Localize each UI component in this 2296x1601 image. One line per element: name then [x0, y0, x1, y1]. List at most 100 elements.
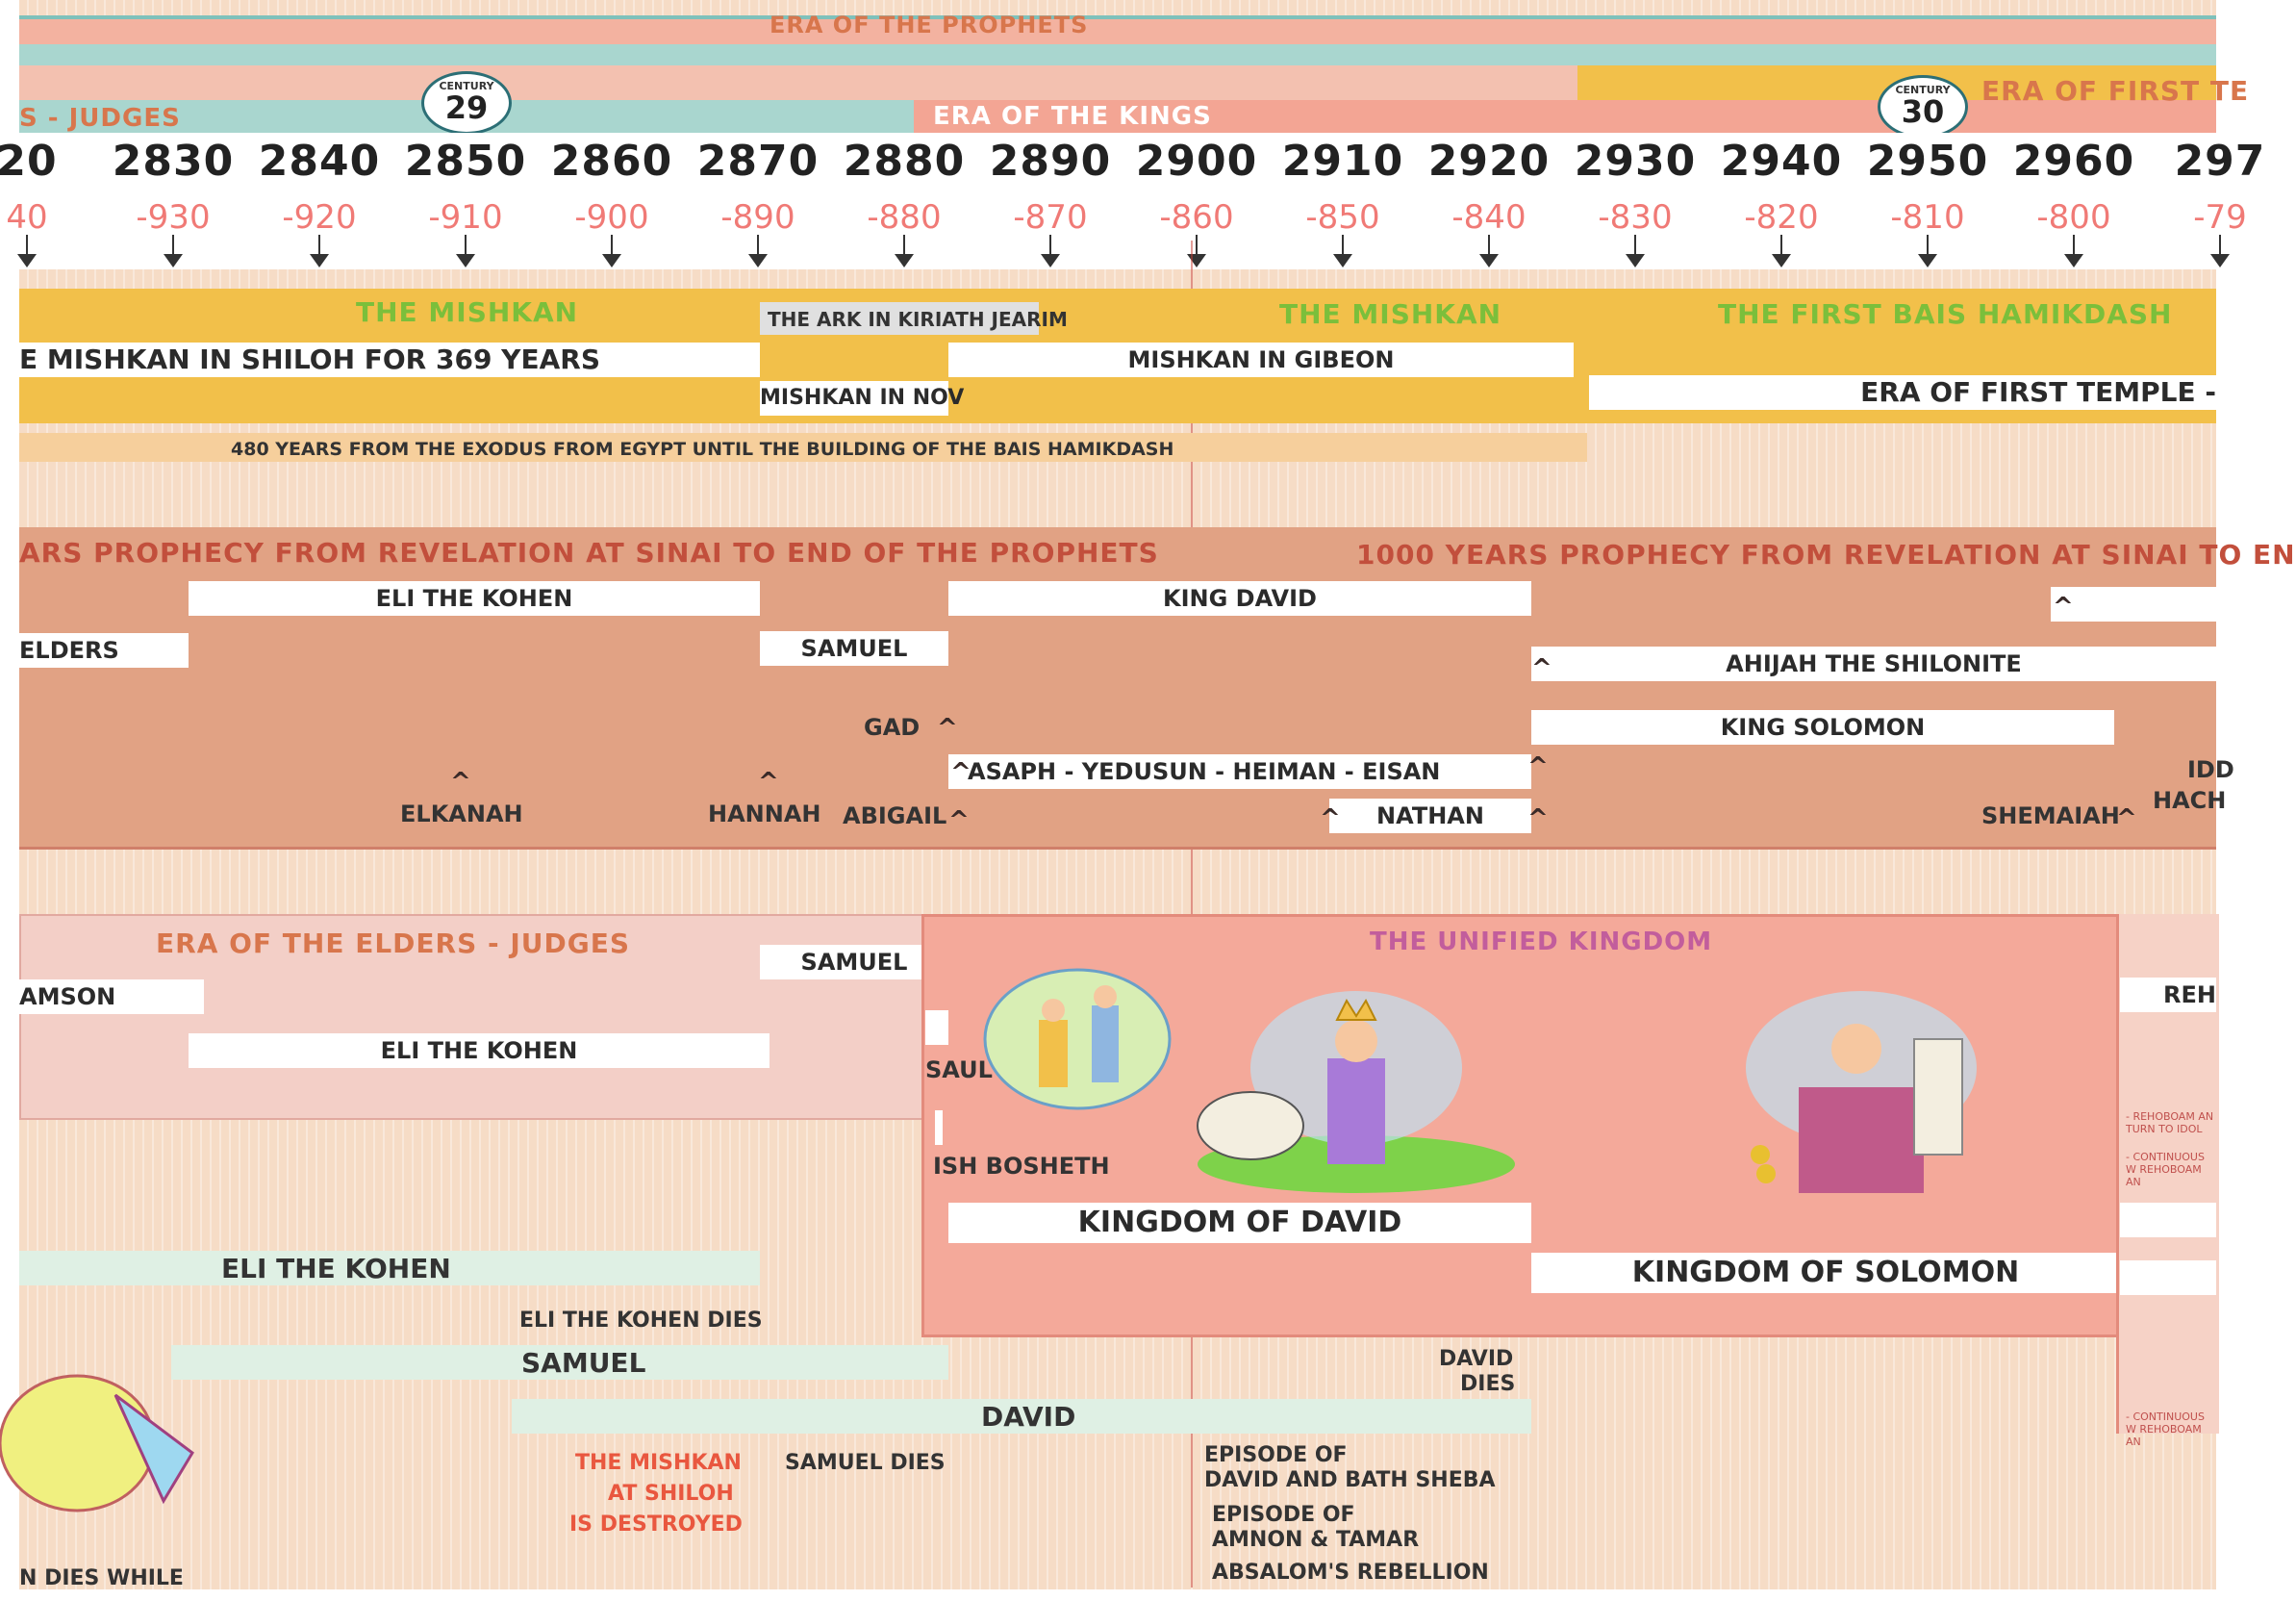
samuel-life-bar [171, 1345, 948, 1380]
year-tick-label: 2840 [258, 137, 381, 186]
tick-arrow-icon [2210, 235, 2230, 267]
kingdom-of-solomon-bar: KINGDOM OF SOLOMON [1531, 1253, 2120, 1293]
shemaiah-label: SHEMAIAH [1981, 802, 2120, 829]
saul-anointing-illustration [983, 968, 1172, 1110]
first-temple-bar: ERA OF FIRST TEMPLE - [1589, 375, 2216, 410]
century-word: CENTURY [439, 80, 494, 92]
ish-bosheth-small-bar [935, 1110, 943, 1145]
right-blank-bar-2 [2120, 1260, 2216, 1295]
bce-tick-label: -860 [1159, 198, 1234, 237]
tick-arrow-icon [1918, 235, 1937, 267]
bce-tick-label: -800 [2036, 198, 2111, 237]
tick-arrow-icon [164, 235, 183, 267]
kings-era-label: ERA OF THE KINGS [933, 102, 1212, 131]
elders-judges-title: ERA OF THE ELDERS - JUDGES [156, 928, 631, 959]
tick-arrow-icon [1479, 235, 1499, 267]
bce-tick-label: 40 [6, 198, 48, 237]
n-dies-label: N DIES WHILE [19, 1566, 184, 1590]
nov-bar: MISHKAN IN NOV [760, 381, 964, 416]
tick-arrow-icon [1333, 235, 1352, 267]
exodus-band [19, 433, 1587, 462]
david-life-label: DAVID [981, 1401, 1076, 1433]
year-tick-label: 2890 [989, 137, 1112, 186]
year-tick-label: 2850 [404, 137, 527, 186]
eli-life-bar [19, 1251, 760, 1285]
bce-tick-label: -850 [1305, 198, 1380, 237]
rehoboam-note-2: - CONTINUOUS W REHOBOAM AN [2126, 1151, 2205, 1188]
bce-tick-label: -810 [1890, 198, 1965, 237]
gad-label: GAD [864, 714, 921, 741]
eli-prophecy-bar: ELI THE KOHEN [189, 581, 760, 616]
year-tick-label: 2830 [112, 137, 235, 186]
year-tick-label: 20 [0, 137, 58, 186]
saul-label: SAUL [925, 1056, 993, 1083]
exodus-label: 480 YEARS FROM THE EXODUS FROM EGYPT UNT… [231, 439, 1174, 460]
caret-icon: ^ [950, 758, 971, 787]
bce-tick-label: -840 [1451, 198, 1526, 237]
prophets-era-label: ERA OF THE PROPHETS [770, 12, 1089, 38]
samuel-dies-label: SAMUEL DIES [785, 1451, 946, 1475]
year-tick-label: 2900 [1135, 137, 1258, 186]
bce-tick-label: -870 [1013, 198, 1088, 237]
samuel-prophecy-bar: SAMUEL [760, 631, 948, 666]
gibeon-bar: MISHKAN IN GIBEON [948, 343, 1574, 377]
eli-life-label: ELI THE KOHEN [221, 1253, 451, 1284]
right-prophecy-bar [2051, 587, 2216, 622]
samuel-judges-bar: SAMUEL [760, 945, 948, 979]
king-david-illustration [1197, 991, 1515, 1193]
elkanah-label: ELKANAH [400, 800, 523, 827]
absalom-label: ABSALOM'S REBELLION [1212, 1561, 1489, 1585]
elders-bar: ELDERS [19, 633, 189, 668]
teal-band [19, 44, 2216, 65]
samson-bar: AMSON [19, 979, 204, 1014]
ark-label: THE ARK IN KIRIATH JEARIM [768, 308, 1068, 331]
caret-icon: ^ [948, 806, 970, 835]
axis-band [19, 133, 2216, 269]
reh-bar: REH [2120, 978, 2216, 1012]
caret-icon: ^ [1527, 752, 1549, 781]
judges-era-label: S - JUDGES [19, 104, 181, 133]
tick-arrow-icon [1772, 235, 1791, 267]
century-29-badge: CENTURY 29 [421, 71, 512, 135]
first-bais-hamikdash-title: THE FIRST BAIS HAMIKDASH [1718, 298, 2173, 330]
asaph-bar: ASAPH - YEDUSUN - HEIMAN - EISAN [948, 754, 1531, 789]
mishkan-title-left: THE MISHKAN [356, 296, 579, 328]
year-tick-label: 2940 [1720, 137, 1843, 186]
century-30-badge: CENTURY 30 [1878, 75, 1968, 139]
david-life-bar [512, 1399, 1531, 1434]
tick-arrow-icon [17, 235, 37, 267]
year-tick-label: 2920 [1427, 137, 1551, 186]
bce-tick-label: -900 [574, 198, 649, 237]
bathsheba-label-2: DAVID AND BATH SHEBA [1204, 1468, 1496, 1492]
first-temple-era-label: ERA OF FIRST TE [1981, 75, 2250, 107]
caret-icon: ^ [1320, 804, 1341, 833]
caret-icon: ^ [450, 768, 471, 797]
tick-arrow-icon [748, 235, 768, 267]
kingdom-of-david-bar: KINGDOM OF DAVID [948, 1203, 1531, 1243]
tick-arrow-icon [895, 235, 914, 267]
mishkan-destroyed-2: AT SHILOH [608, 1482, 734, 1506]
king-solomon-prophecy-bar: KING SOLOMON [1531, 710, 2114, 745]
mishkan-destroyed-1: THE MISHKAN [575, 1451, 742, 1475]
prophets-era-band [19, 15, 2216, 44]
amnon-label-1: EPISODE OF [1212, 1503, 1355, 1527]
century-number: 30 [1901, 93, 1945, 130]
hannah-label: HANNAH [708, 800, 821, 827]
caret-icon: ^ [2053, 593, 2074, 622]
tick-arrow-icon [2064, 235, 2083, 267]
ahijah-bar: AHIJAH THE SHILONITE [1531, 647, 2216, 681]
mishkan-destroyed-3: IS DESTROYED [569, 1512, 743, 1537]
king-david-prophecy-bar: KING DAVID [948, 581, 1531, 616]
caret-icon: ^ [758, 768, 779, 797]
prophecy-title-right: 1000 YEARS PROPHECY FROM REVELATION AT S… [1356, 539, 2296, 571]
eli-dies-label: ELI THE KOHEN DIES [519, 1309, 763, 1333]
year-tick-label: 2960 [2012, 137, 2135, 186]
century-number: 29 [444, 89, 489, 126]
samuel-life-label: SAMUEL [521, 1347, 646, 1379]
tick-arrow-icon [456, 235, 475, 267]
eli-judges-bar: ELI THE KOHEN [189, 1033, 770, 1068]
bce-tick-label: -890 [720, 198, 795, 237]
caret-icon: ^ [1527, 804, 1549, 833]
unified-kingdom-title: THE UNIFIED KINGDOM [1370, 928, 1713, 956]
bce-tick-label: -880 [867, 198, 942, 237]
